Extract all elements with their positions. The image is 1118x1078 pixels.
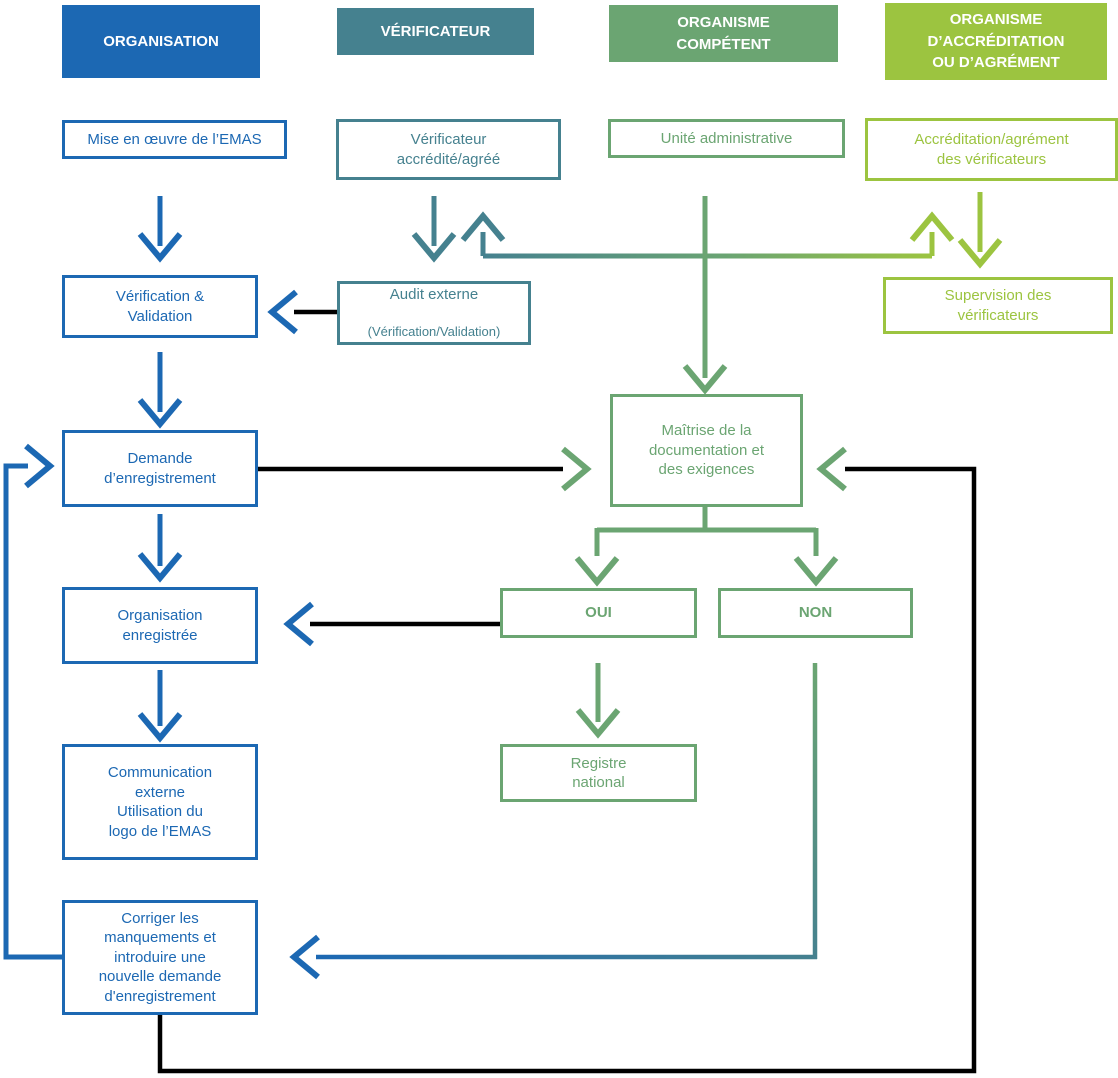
link-corriger-loop-to-maitrise — [157, 446, 977, 1074]
arrow-unite-to-maitrise — [682, 196, 728, 395]
node-supervision-verificateurs: Supervision des vérificateurs — [883, 277, 1113, 334]
link-audit-to-verification — [267, 289, 337, 335]
node-demande-enregistrement: Demande d’enregistrement — [62, 430, 258, 507]
arrow-mise-to-verification — [137, 196, 183, 263]
arrow-verification-to-demande — [137, 352, 183, 429]
node-mise-en-oeuvre: Mise en œuvre de l’EMAS — [62, 120, 287, 159]
arrow-oui-to-registre — [575, 663, 621, 739]
column-header-organisme-competent: ORGANISME COMPÉTENT — [609, 5, 838, 62]
link-oui-to-organisation-enregistree — [283, 601, 500, 647]
node-verificateur-accredite: Vérificateur accrédité/agréé — [336, 119, 561, 180]
arrowhead-up-to-verificateur — [460, 211, 506, 256]
node-audit-externe: Audit externe (Vérification/Validation) — [337, 281, 531, 345]
node-unite-administrative: Unité administrative — [608, 119, 845, 158]
node-oui: OUI — [500, 588, 697, 638]
column-header-organisation: ORGANISATION — [62, 5, 260, 78]
arrow-demande-to-organisation-enregistree — [137, 514, 183, 583]
arrow-organisation-to-communication — [137, 670, 183, 743]
link-demande-to-maitrise — [258, 446, 592, 492]
node-accreditation-agrement: Accréditation/agrément des vérificateurs — [865, 118, 1118, 181]
column-header-organisme-accreditation: ORGANISME D’ACCRÉDITATION OU D’AGRÉMENT — [885, 3, 1107, 80]
arrow-accreditation-to-supervision — [957, 192, 1003, 269]
column-header-verificateur: VÉRIFICATEUR — [337, 8, 534, 55]
node-organisation-enregistree: Organisation enregistrée — [62, 587, 258, 664]
link-non-to-corriger — [289, 663, 818, 980]
node-non: NON — [718, 588, 913, 638]
node-verification-validation: Vérification & Validation — [62, 275, 258, 338]
arrow-maitrise-to-oui-non — [574, 507, 839, 587]
audit-externe-line2: (Vérification/Validation) — [367, 324, 501, 340]
node-communication-externe: Communication externe Utilisation du log… — [62, 744, 258, 860]
node-corriger-manquements: Corriger les manquements et introduire u… — [62, 900, 258, 1015]
audit-externe-line1: Audit externe — [389, 286, 479, 304]
node-maitrise-documentation: Maîtrise de la documentation et des exig… — [610, 394, 803, 507]
node-registre-national: Registre national — [500, 744, 697, 802]
arrow-verificateur-to-audit — [411, 196, 457, 263]
arrowhead-up-to-accreditation — [909, 211, 955, 256]
link-corriger-to-demande-loop — [3, 443, 62, 960]
